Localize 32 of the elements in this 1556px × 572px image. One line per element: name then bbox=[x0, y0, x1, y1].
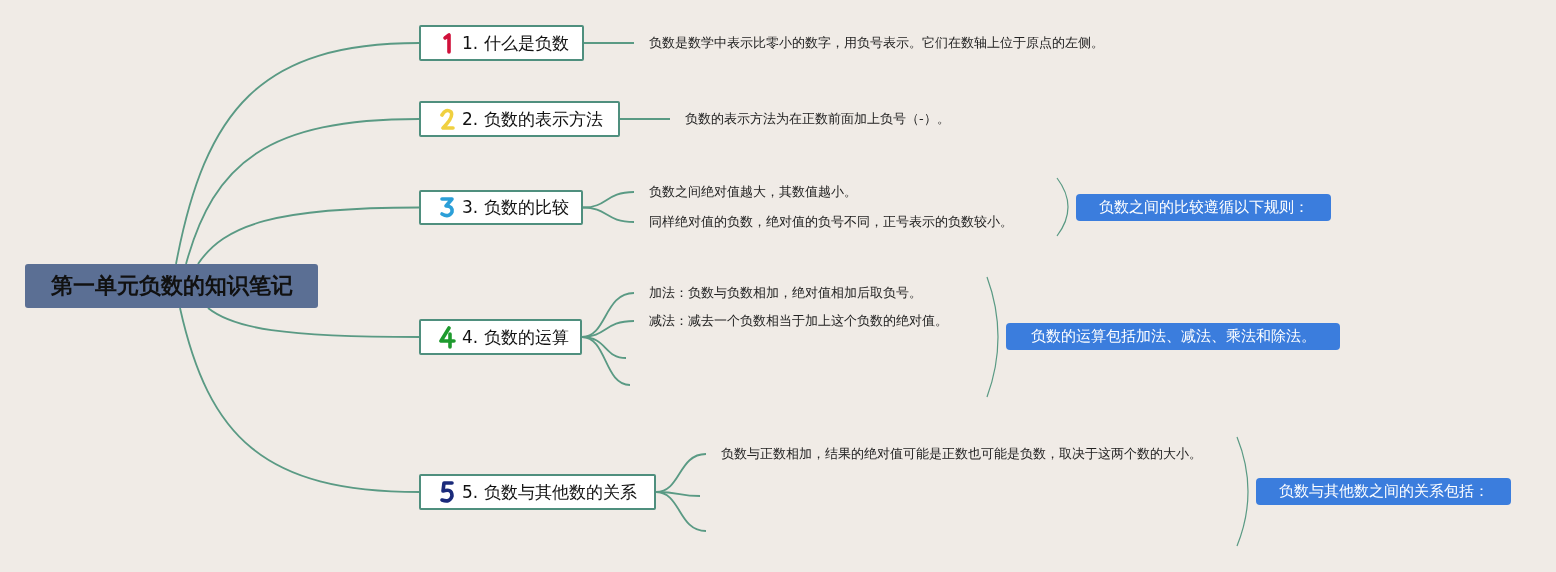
topic-text: 2. 负数的表示方法 bbox=[462, 107, 603, 131]
note-text: 减法：减去一个负数相当于加上这个负数的绝对值。 bbox=[634, 312, 984, 330]
topic-box bbox=[419, 190, 583, 225]
topic-text: 3. 负数的比较 bbox=[462, 196, 569, 219]
branch-line bbox=[619, 118, 671, 120]
note-text: 负数是数学中表示比零小的数字，用负号表示。它们在数轴上位于原点的左侧。 bbox=[634, 34, 1174, 52]
branch-line bbox=[197, 206, 420, 265]
branch-line bbox=[185, 118, 420, 265]
summary-box: 负数与其他数之间的关系包括： bbox=[1256, 478, 1511, 505]
note-text: 负数与正数相加，结果的绝对值可能是正数也可能是负数，取决于这两个数的大小。 bbox=[706, 445, 1216, 463]
topic-text: 5. 负数与其他数的关系 bbox=[462, 480, 637, 504]
branch-line bbox=[207, 307, 420, 338]
title-box: 第一单元负数的知识笔记 bbox=[25, 264, 318, 308]
summary-box: 负数的运算包括加法、减法、乘法和除法。 bbox=[1006, 323, 1340, 350]
topic-box bbox=[419, 25, 584, 61]
summary-box: 负数之间的比较遵循以下规则： bbox=[1076, 194, 1331, 221]
note-text: 负数的表示方法为在正数前面加上负号（-）。 bbox=[670, 110, 1070, 128]
note-text: 加法：负数与负数相加，绝对值相加后取负号。 bbox=[634, 284, 984, 302]
branch-line bbox=[583, 42, 635, 44]
branch-line bbox=[179, 307, 420, 493]
topic-box bbox=[419, 319, 582, 355]
branch-line bbox=[655, 491, 707, 532]
note-text: 同样绝对值的负数，绝对值的负号不同，正号表示的负数较小。 bbox=[634, 213, 1054, 231]
topic-box bbox=[419, 474, 656, 510]
branch-line bbox=[582, 206, 635, 223]
branch-line bbox=[175, 42, 420, 265]
topic-box bbox=[419, 101, 620, 137]
topic-text: 1. 什么是负数 bbox=[462, 31, 569, 55]
topic-text: 4. 负数的运算 bbox=[462, 325, 569, 349]
note-text: 负数之间绝对值越大，其数值越小。 bbox=[634, 183, 1054, 201]
branch-line bbox=[582, 191, 635, 209]
branch-line bbox=[581, 336, 631, 386]
